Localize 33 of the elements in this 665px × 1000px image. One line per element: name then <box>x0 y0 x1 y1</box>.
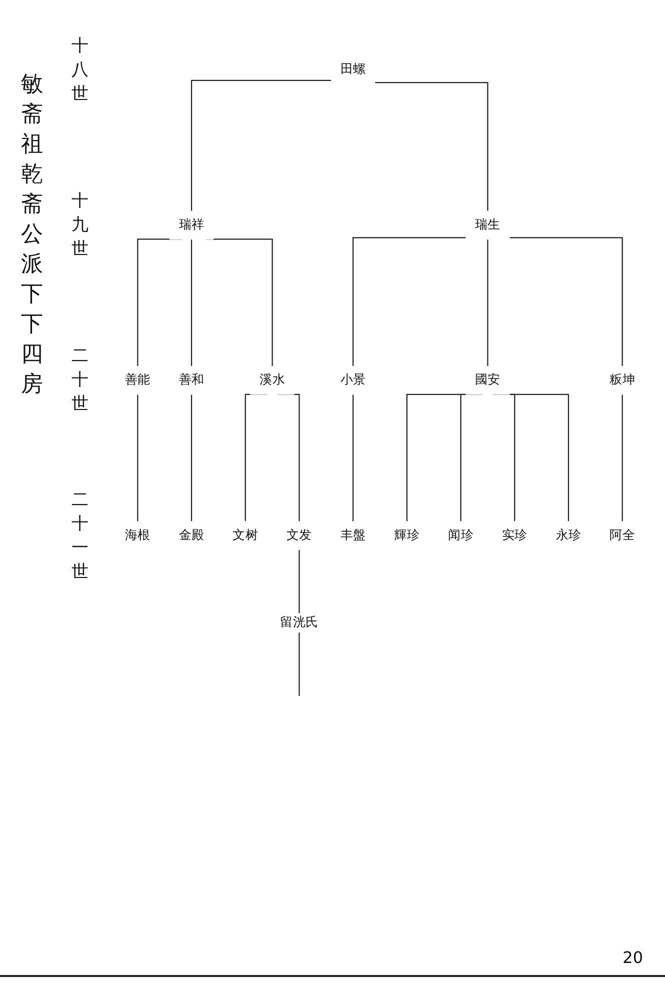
page-number: 20 <box>622 948 643 967</box>
generation-label: 二十世 <box>70 345 90 416</box>
node-text: 輝珍 <box>394 528 420 542</box>
connector <box>622 394 623 522</box>
node-text: 丰盤 <box>340 528 366 542</box>
node-text: 粄坤 <box>610 372 636 388</box>
connector <box>190 80 332 212</box>
edge-label: 留洸氏 <box>280 614 318 630</box>
node-text: 小景 <box>340 372 366 388</box>
node-text: 海根 <box>124 528 150 542</box>
connector <box>374 82 488 212</box>
node-text: 闻珍 <box>448 528 474 542</box>
connector <box>487 238 488 366</box>
connector <box>137 394 138 522</box>
node-text: 金殿 <box>178 528 204 542</box>
node-text: 善能 <box>124 372 150 388</box>
node-text: 文树 <box>232 528 258 542</box>
connector <box>352 237 466 366</box>
connector <box>509 237 623 366</box>
connector <box>190 238 192 366</box>
node-text: 实珍 <box>502 528 528 542</box>
node-text: 善和 <box>178 372 204 388</box>
generation-label: 十八世 <box>70 35 90 106</box>
node-text: 永珍 <box>556 528 582 542</box>
title: 敏斋祖乾斋公派下下四房 <box>20 71 44 399</box>
generation-label: 十九世 <box>70 190 90 262</box>
node-text: 田螺 <box>340 62 366 77</box>
node-text: 文发 <box>286 528 312 542</box>
node-text: 阿全 <box>610 528 636 542</box>
generation-label: 二十一世 <box>70 488 90 584</box>
connector <box>190 394 192 522</box>
node-text: 瑞生 <box>474 217 500 232</box>
connector <box>352 394 354 522</box>
